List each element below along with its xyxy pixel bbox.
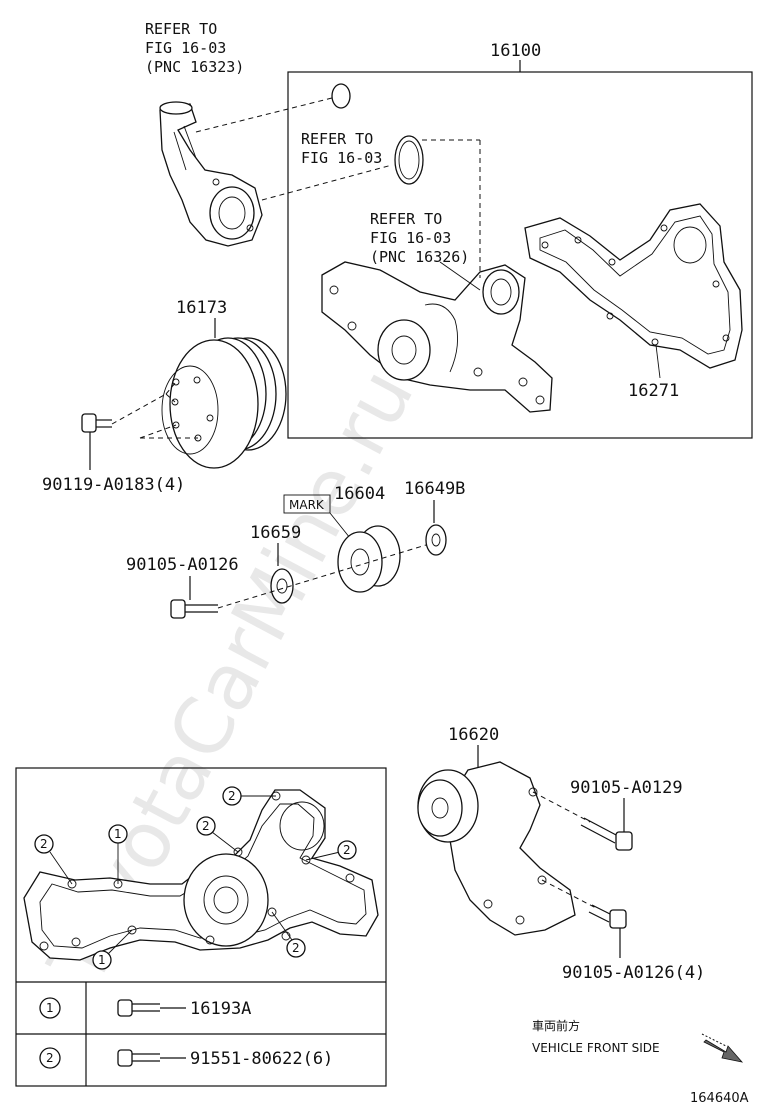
svg-text:2: 2 — [40, 837, 48, 851]
legend-part-91551: 91551-80622(6) — [190, 1049, 333, 1069]
svg-text:2: 2 — [343, 843, 351, 857]
part-number-16100: 16100 — [490, 41, 541, 61]
legend-part-16193a: 16193A — [190, 999, 251, 1019]
part-number-16173: 16173 — [176, 298, 227, 318]
water-inlet-pipe-drawing — [159, 101, 263, 247]
svg-text:1: 1 — [98, 953, 106, 967]
plate-16649b-drawing — [425, 524, 447, 556]
direction-label-jp: 車両前方 — [532, 1018, 580, 1033]
refer-line-1: REFER TO — [145, 20, 217, 38]
o-ring-large — [394, 135, 424, 185]
svg-text:2: 2 — [202, 819, 210, 833]
refer-label-fig-16-03: REFER TO FIG 16-03 — [301, 130, 382, 167]
part-number-90105-a0126: 90105-A0126 — [126, 555, 239, 575]
callout-1-b: 1 — [92, 929, 133, 970]
bolt-90119-drawing — [81, 413, 112, 433]
plate-16659-drawing — [270, 568, 294, 604]
refer-line-2: FIG 16-03 — [370, 229, 451, 247]
refer-label-pnc-16323: REFER TO FIG 16-03 (PNC 16323) — [145, 20, 244, 76]
figure-id: 164640A — [690, 1091, 749, 1106]
leader-oring-large — [261, 164, 393, 201]
belt-tensioner-drawing — [417, 761, 576, 936]
mark-label: MARK — [289, 498, 325, 512]
part-number-16271: 16271 — [628, 381, 679, 401]
svg-text:2: 2 — [228, 789, 236, 803]
part-number-90105-a0129: 90105-A0129 — [570, 778, 683, 798]
part-number-16649b: 16649B — [404, 479, 465, 499]
refer-label-pnc-16326: REFER TO FIG 16-03 (PNC 16326) — [370, 210, 469, 266]
bolt-90105-a0129-drawing — [580, 817, 633, 851]
callout-2-e: 2 — [271, 911, 306, 958]
refer-line-1: REFER TO — [301, 130, 373, 148]
vehicle-front-arrow-icon — [701, 1033, 744, 1063]
water-pump-gasket-drawing — [524, 203, 743, 369]
part-number-16604: 16604 — [334, 484, 385, 504]
refer-line-1: REFER TO — [370, 210, 442, 228]
refer-line-3: (PNC 16326) — [370, 248, 469, 266]
o-ring-small — [331, 83, 351, 109]
mark-box — [283, 494, 331, 514]
part-number-90119: 90119-A0183(4) — [42, 475, 185, 495]
callout-2-b: 2 — [222, 786, 276, 806]
legend-row-2: 2 91551-80622(6) — [39, 1047, 333, 1069]
refer-line-3: (PNC 16323) — [145, 58, 244, 76]
part-number-16659: 16659 — [250, 523, 301, 543]
svg-text:1: 1 — [114, 827, 122, 841]
direction-label-en: VEHICLE FRONT SIDE — [532, 1041, 660, 1055]
callout-2-a: 2 — [34, 834, 73, 885]
idler-pulley-drawing — [337, 525, 401, 593]
callout-2-d: 2 — [305, 840, 357, 861]
legend-key-1: 1 — [46, 1001, 54, 1015]
legend-row-1: 1 16193A — [39, 997, 251, 1019]
water-pump-drawing — [321, 261, 553, 413]
bolt-location-box — [15, 767, 387, 1087]
legend-key-2: 2 — [46, 1051, 54, 1065]
refer-line-2: FIG 16-03 — [145, 39, 226, 57]
water-pump-assembly-box — [287, 71, 753, 439]
callout-1-a: 1 — [108, 824, 128, 884]
leader-oring-small — [195, 97, 333, 133]
bolt-90105-a0126-4-drawing — [588, 904, 627, 929]
svg-text:2: 2 — [292, 941, 300, 955]
part-number-90105-a0126-4: 90105-A0126(4) — [562, 963, 705, 983]
part-number-16620: 16620 — [448, 725, 499, 745]
pump-gasket-outline-drawing — [23, 789, 379, 961]
callout-2-c: 2 — [196, 816, 239, 853]
refer-line-2: FIG 16-03 — [301, 149, 382, 167]
bolt-90105-a0126-drawing — [170, 599, 218, 619]
water-pump-pulley-drawing — [161, 337, 287, 469]
